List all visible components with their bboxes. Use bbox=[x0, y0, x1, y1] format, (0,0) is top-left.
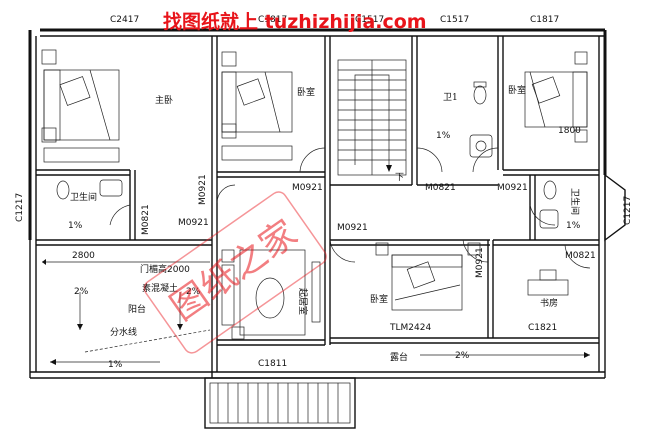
dimension-balcony-width: 2800 bbox=[72, 251, 95, 261]
bed-bedroom-3 bbox=[375, 242, 481, 311]
window-label-top-2: C1817 bbox=[258, 15, 287, 25]
staircase bbox=[337, 59, 407, 176]
window-label-bottom-living: C1811 bbox=[258, 359, 287, 369]
door-label-1: M0921 bbox=[292, 183, 323, 193]
note-texture: 素混凝土 bbox=[142, 282, 178, 294]
toilet-master-bath bbox=[56, 179, 123, 200]
window-label-left: C1217 bbox=[15, 193, 25, 222]
living-furniture bbox=[221, 249, 321, 340]
window-door-label: TLM2424 bbox=[389, 323, 431, 333]
study-desk bbox=[527, 269, 569, 296]
slope-right-bath: 1% bbox=[566, 221, 581, 231]
room-label-bedroom-3: 卧室 bbox=[370, 293, 388, 305]
room-label-bedroom-2: 卧室 bbox=[508, 84, 526, 96]
toilet-right-bath bbox=[539, 180, 559, 229]
bed-bedroom-1 bbox=[221, 51, 293, 161]
room-label-bathroom-1: 卫1 bbox=[443, 93, 458, 103]
slope-master-bath: 1% bbox=[68, 221, 83, 231]
door-label-6: M0921 bbox=[178, 218, 209, 228]
bed-bedroom-2 bbox=[524, 51, 588, 143]
window-label-right: C1217 bbox=[623, 196, 633, 225]
door-label-8: M0921 bbox=[475, 247, 485, 278]
balcony-details bbox=[42, 259, 590, 365]
note-door-height: 门楣高2000 bbox=[140, 263, 190, 275]
door-label-4: M0921 bbox=[497, 183, 528, 193]
slope-terrace: 2% bbox=[455, 351, 470, 361]
room-label-study: 书房 bbox=[540, 297, 558, 309]
room-label-bathroom-right: 卫生间 bbox=[569, 188, 581, 215]
door-label-5: M0821 bbox=[141, 204, 151, 235]
door-label-3: M0821 bbox=[425, 183, 456, 193]
door-label-9: M0821 bbox=[565, 251, 596, 261]
slope-balcony-left: 2% bbox=[74, 287, 89, 297]
window-label-top-5: C1817 bbox=[530, 15, 559, 25]
room-label-terrace: 露台 bbox=[390, 351, 408, 363]
slope-bathroom-1: 1% bbox=[436, 131, 451, 141]
room-label-bedroom-1: 卧室 bbox=[297, 86, 315, 98]
door-label-7: M0921 bbox=[337, 223, 368, 233]
slope-balcony-bottom: 1% bbox=[108, 360, 123, 370]
window-label-bottom-study: C1821 bbox=[528, 323, 557, 333]
door-swings bbox=[109, 147, 591, 269]
door-label-2: M0921 bbox=[198, 174, 208, 205]
slope-balcony-right: 2% bbox=[186, 287, 201, 297]
right-bay-window bbox=[604, 173, 626, 242]
toilet-bath-1 bbox=[469, 81, 493, 158]
room-label-balcony: 阳台 bbox=[128, 303, 146, 315]
room-label-bathroom-master: 卫生间 bbox=[70, 191, 97, 203]
drain-line-label: 分水线 bbox=[110, 326, 137, 338]
window-label-top-4: C1517 bbox=[440, 15, 469, 25]
porch bbox=[204, 377, 356, 429]
watermark-text: 找图纸就上 tuzhizhijia.com bbox=[163, 10, 427, 33]
window-label-top-1: C2417 bbox=[110, 15, 139, 25]
room-label-living: 起居室 bbox=[297, 288, 309, 315]
dimension-1800: 1800 bbox=[558, 126, 581, 136]
stair-down-label: 下 bbox=[395, 173, 404, 183]
outer-walls bbox=[28, 28, 607, 379]
bed-master bbox=[41, 49, 120, 163]
window-label-top-3: C1517 bbox=[355, 15, 384, 25]
room-label-master-bedroom: 主卧 bbox=[155, 94, 173, 106]
